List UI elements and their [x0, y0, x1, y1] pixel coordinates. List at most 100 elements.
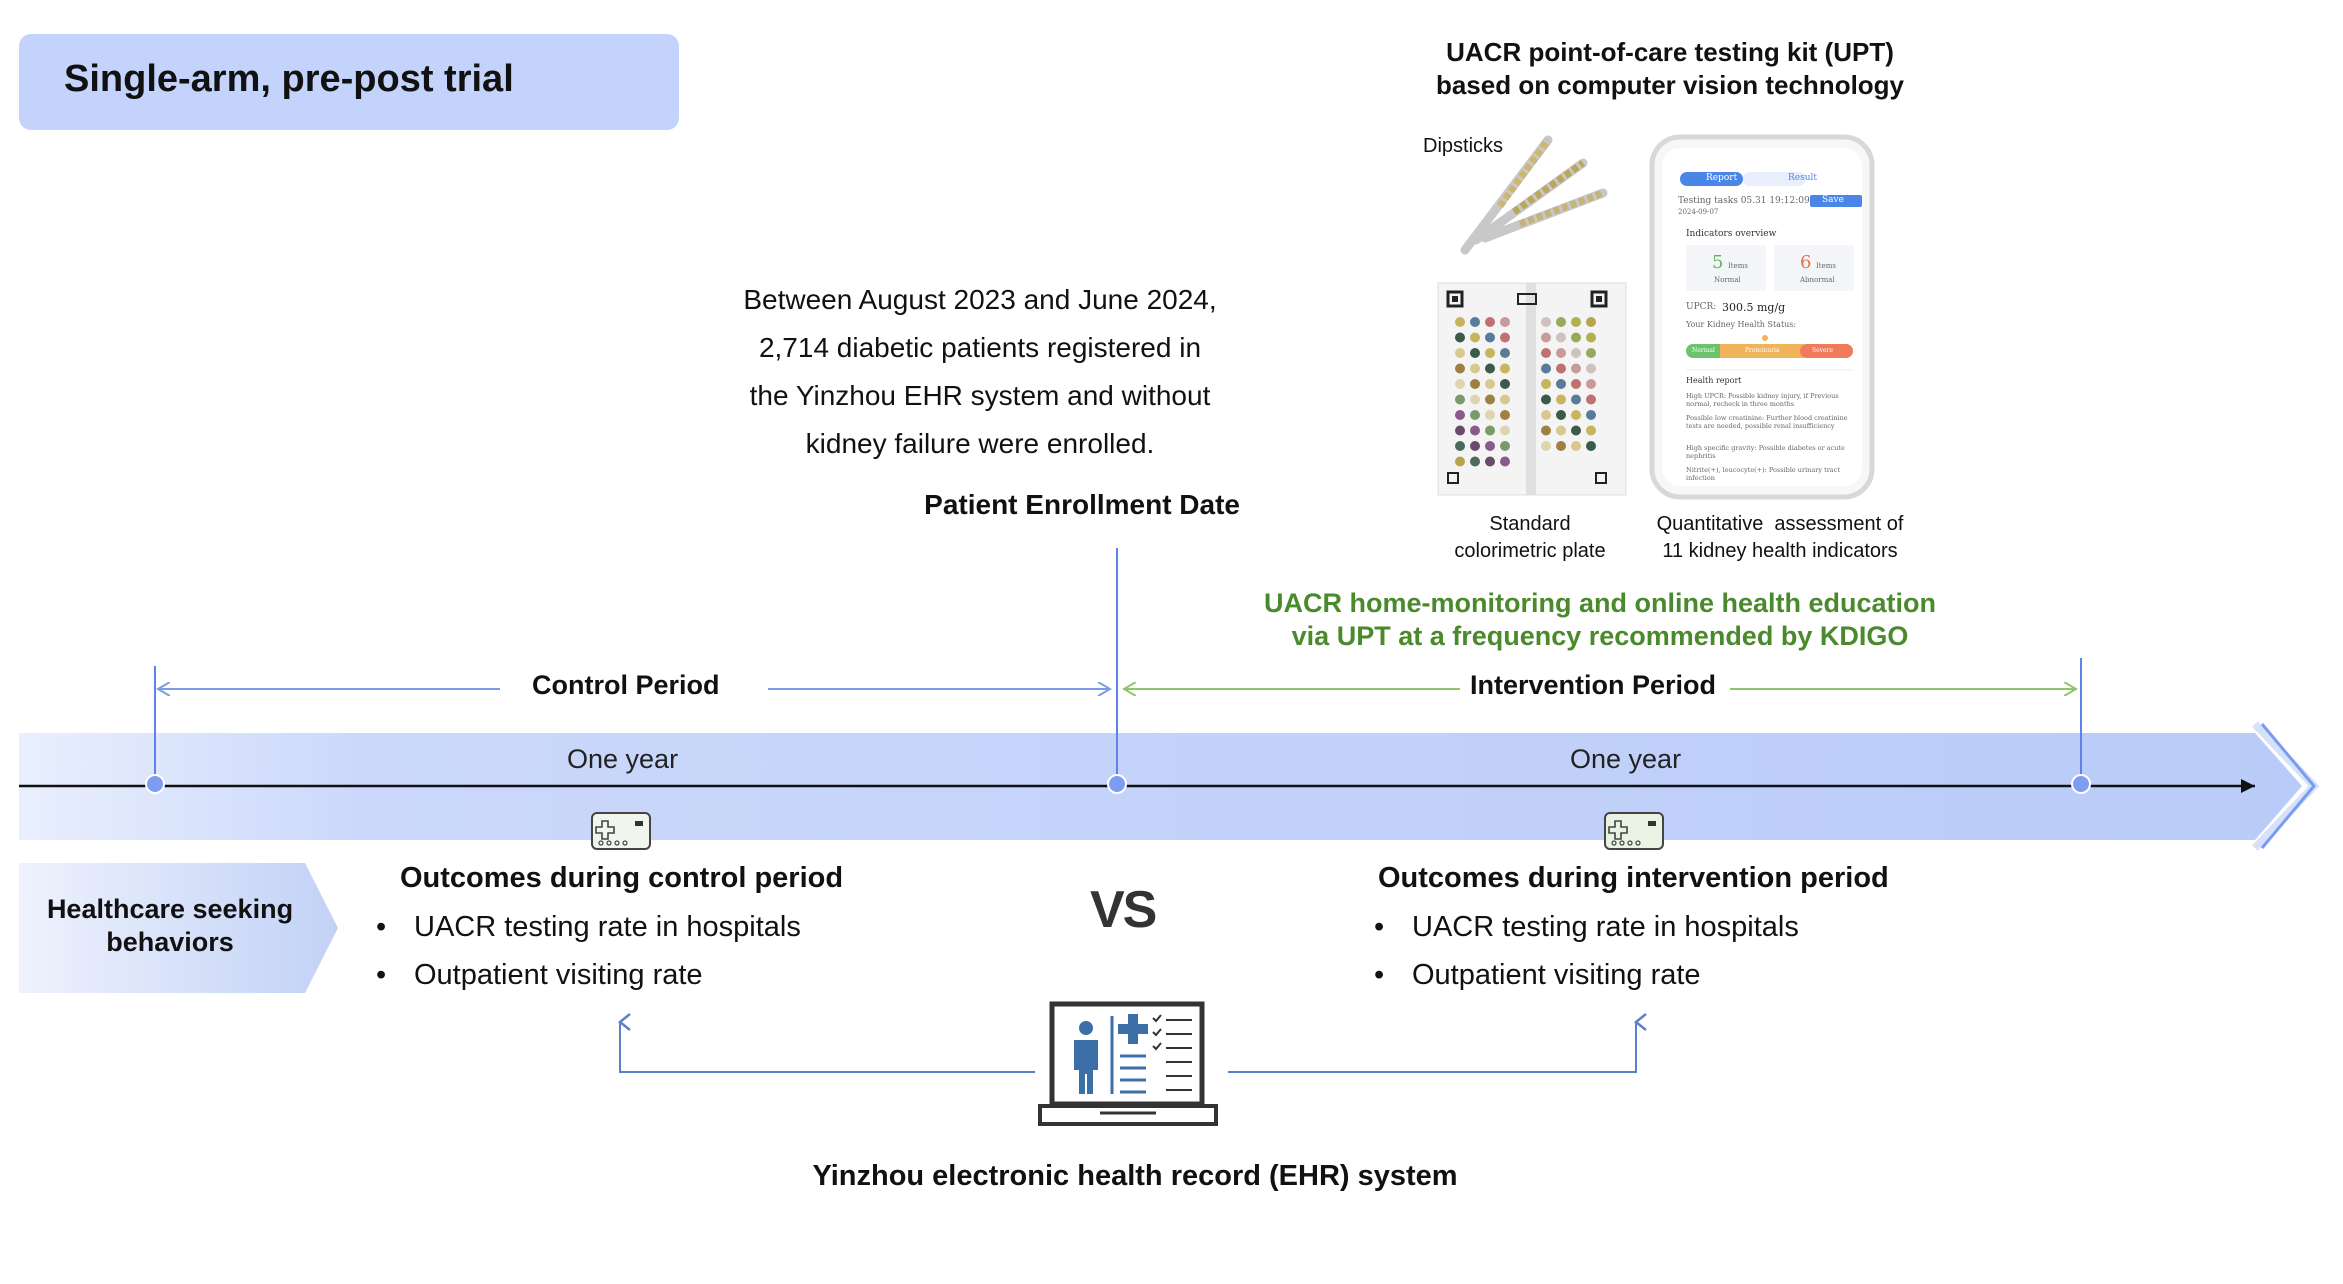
app-report-item-2: Possible low creatinine: Further blood c… — [1686, 414, 1848, 430]
plate-color-dot — [1455, 394, 1465, 405]
plate-color-dot — [1500, 379, 1510, 389]
plate-color-dot — [1455, 425, 1465, 436]
app-normal-label: Normal — [1714, 276, 1741, 284]
enrollment-date-label: Patient Enrollment Date — [924, 489, 1240, 520]
upt-title-line2: based on computer vision technology — [1435, 70, 1905, 100]
plate-color-dot — [1455, 410, 1465, 420]
plate-color-dot — [1556, 394, 1566, 405]
plate-color-dot — [1541, 332, 1551, 343]
app-report-item-4: Nitrite(+), leucocyte(+): Possible urina… — [1686, 466, 1840, 482]
plate-color-dot — [1455, 379, 1465, 389]
enrollment-marker — [1107, 774, 1127, 794]
upt-app-phone — [1649, 134, 1875, 500]
app-abnormal-count: 6 — [1800, 252, 1812, 273]
design-title-box — [19, 34, 679, 130]
list-item: UACR testing rate in hospitals — [376, 903, 801, 951]
healthcare-behaviors-line1: Healthcare seeking — [46, 894, 294, 924]
upt-title-line1: UACR point-of-care testing kit (UPT) — [1446, 37, 1894, 67]
enrollment-line2: 2,714 diabetic patients registered in — [758, 332, 1202, 363]
plate-color-dot — [1571, 363, 1581, 374]
app-upcr-label: UPCR: — [1686, 302, 1717, 312]
app-bar-severe: Severe — [1812, 347, 1834, 354]
app-abnormal-unit: Items — [1816, 262, 1836, 270]
app-report-item-3: High specific gravity: Possible diabetes… — [1686, 444, 1845, 460]
plate-color-dot — [1485, 379, 1495, 389]
plate-color-dot — [1541, 379, 1551, 389]
plate-color-dot — [1586, 317, 1596, 327]
plate-color-dot — [1541, 441, 1551, 451]
plate-color-dot — [1455, 348, 1465, 358]
plate-color-dot — [1586, 348, 1596, 358]
plate-color-dot — [1500, 363, 1510, 374]
plate-color-dot — [1485, 363, 1495, 374]
intervention-duration: One year — [1570, 744, 1682, 774]
control-outcomes-title: Outcomes during control period — [400, 862, 844, 894]
plate-color-dot — [1485, 410, 1495, 420]
app-date: 2024-09-07 — [1678, 208, 1719, 216]
plate-color-dot — [1485, 317, 1495, 327]
upt-title: UACR point-of-care testing kit (UPT) bas… — [1380, 36, 1960, 102]
plate-color-dot — [1500, 441, 1510, 451]
enrollment-line1: Between August 2023 and June 2024, — [743, 284, 1217, 315]
app-save-button: Save — [1822, 195, 1844, 205]
dipsticks-image — [1460, 135, 1608, 255]
plate-color-dot — [1586, 332, 1596, 343]
app-label: Quantitative assessment of 11 kidney hea… — [1630, 511, 1930, 565]
healthcare-behaviors-box — [19, 863, 338, 993]
plate-color-dot — [1500, 456, 1510, 467]
plate-color-dot — [1541, 363, 1551, 374]
dipsticks-label: Dipsticks — [1423, 135, 1504, 157]
plate-color-dot — [1470, 379, 1480, 389]
plate-color-dot — [1455, 332, 1465, 343]
plate-color-dot — [1470, 317, 1480, 327]
plate-color-dot — [1586, 363, 1596, 374]
plate-color-dot — [1470, 348, 1480, 358]
app-abnormal-label: Abnormal — [1800, 276, 1835, 284]
intervention-period-label: Intervention Period — [1460, 670, 1727, 701]
app-bar-proteinuria: Proteinuria — [1745, 347, 1780, 354]
plate-color-dot — [1586, 379, 1596, 389]
list-item: Outpatient visiting rate — [376, 951, 801, 999]
plate-color-dot — [1470, 425, 1480, 436]
app-status-label: Your Kidney Health Status: — [1686, 320, 1797, 329]
intervention-outcomes-list: UACR testing rate in hospitals Outpatien… — [1374, 903, 1799, 999]
app-normal-unit: Items — [1728, 262, 1748, 270]
plate-color-dot — [1500, 332, 1510, 343]
control-start-marker — [145, 774, 165, 794]
plate-color-dot — [1541, 348, 1551, 358]
plate-label-line2: colorimetric plate — [1454, 540, 1606, 562]
plate-color-dot — [1455, 317, 1465, 327]
colorimetric-plate-image — [1437, 282, 1627, 496]
ehr-arrow-intervention — [1228, 1013, 1647, 1073]
app-upcr-value: 300.5 mg/g — [1722, 301, 1786, 314]
plate-color-dot — [1541, 425, 1551, 436]
plate-color-dot — [1470, 410, 1480, 420]
plate-color-dot — [1571, 379, 1581, 389]
app-label-line1: Quantitative assessment of — [1656, 513, 1904, 535]
plate-color-dot — [1541, 410, 1551, 420]
app-tab-result: Result — [1788, 173, 1818, 183]
app-testing-tasks: Testing tasks 05.31 19:12:09 — [1678, 196, 1810, 206]
plate-color-dot — [1500, 317, 1510, 327]
plate-color-dot — [1556, 348, 1566, 358]
plate-color-dot — [1556, 410, 1566, 420]
plate-color-dot — [1455, 441, 1465, 451]
plate-color-dot — [1586, 441, 1596, 451]
plate-color-dot — [1500, 394, 1510, 405]
intervention-desc-line2: via UPT at a frequency recommended by KD… — [1291, 621, 1909, 651]
design-title: Single-arm, pre-post trial — [64, 58, 514, 100]
plate-color-dot — [1541, 317, 1551, 327]
vs-label: VS — [1090, 881, 1157, 939]
enrollment-description: Between August 2023 and June 2024, 2,714… — [700, 276, 1260, 468]
app-bar-normal: Normal — [1692, 347, 1715, 354]
plate-color-dot — [1470, 394, 1480, 405]
intervention-end-marker — [2071, 774, 2091, 794]
control-outcomes-list: UACR testing rate in hospitals Outpatien… — [376, 903, 801, 999]
control-duration: One year — [567, 744, 679, 774]
plate-color-dot — [1586, 410, 1596, 420]
healthcare-behaviors-line2: behaviors — [106, 927, 234, 957]
plate-color-dot — [1455, 456, 1465, 467]
plate-color-dot — [1571, 348, 1581, 358]
plate-color-dot — [1470, 363, 1480, 374]
